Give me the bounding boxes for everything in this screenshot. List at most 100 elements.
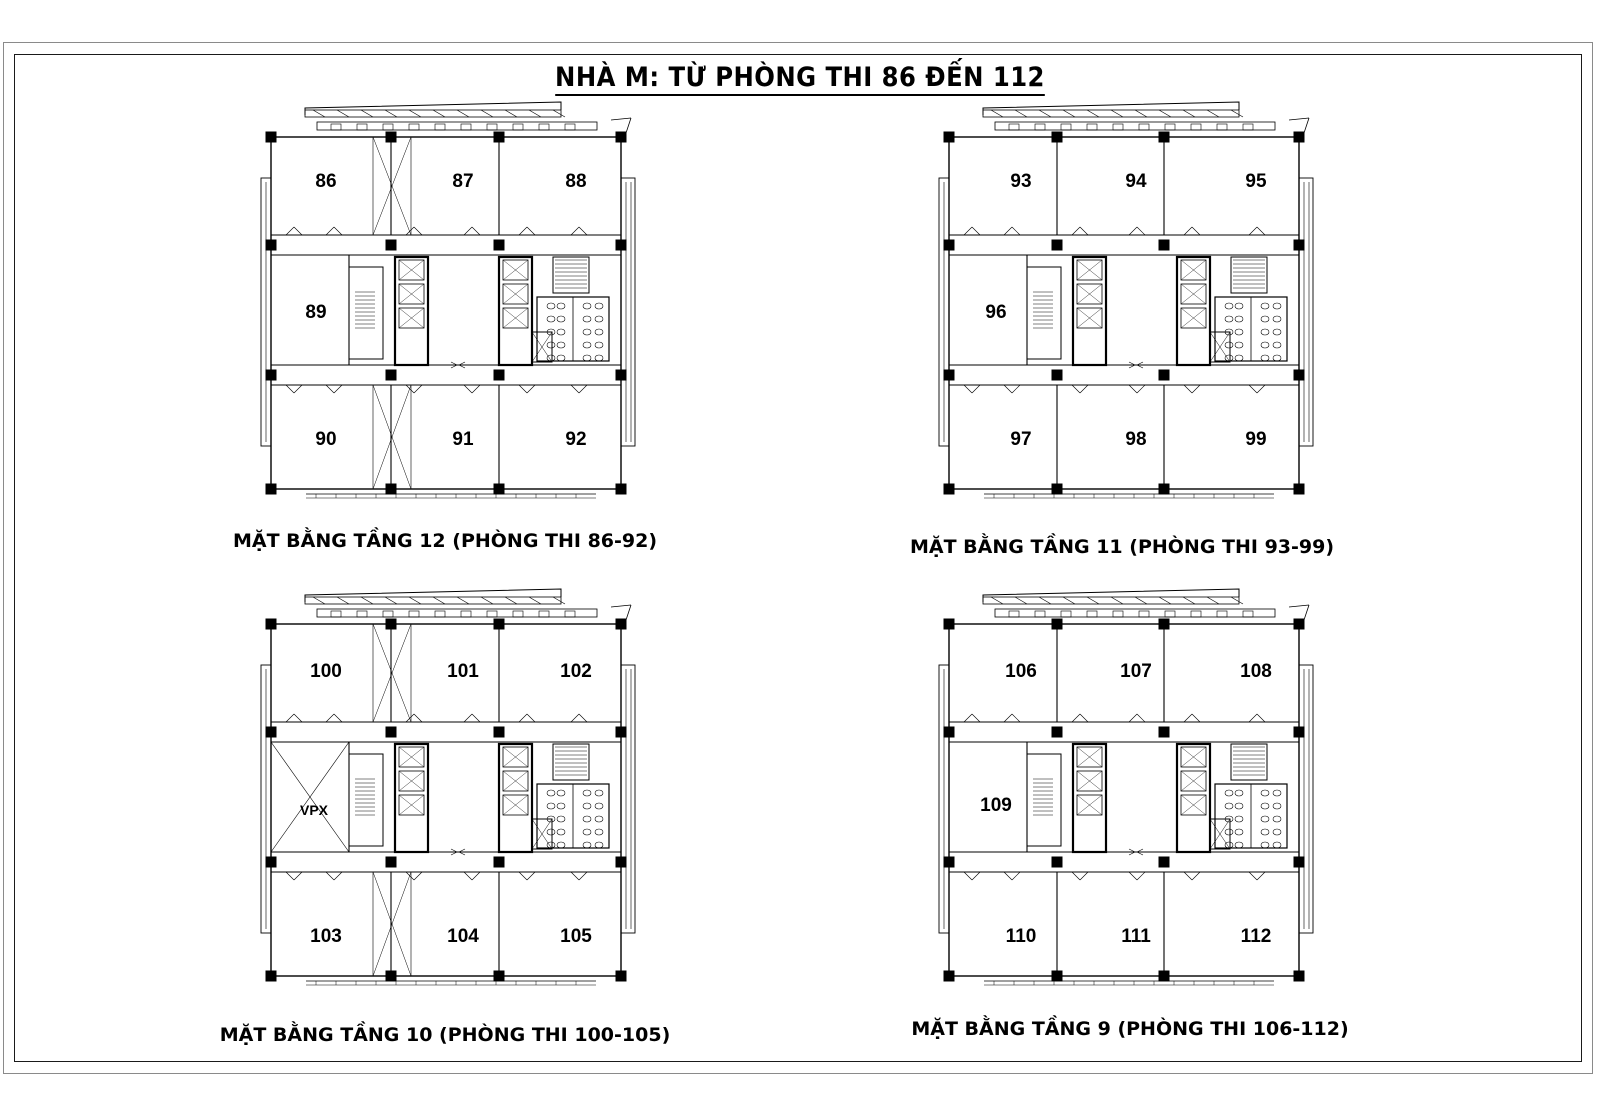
toilet-fixture <box>594 354 604 362</box>
canopy-brace <box>1086 596 1100 605</box>
door-swing <box>1003 871 1021 881</box>
structural-column <box>493 856 505 868</box>
structural-column <box>385 856 397 868</box>
elevator-cross <box>502 770 529 792</box>
toilet-fixture <box>582 302 592 310</box>
canopy-brace <box>456 109 470 118</box>
balcony-post <box>512 123 524 131</box>
balcony-post <box>1216 610 1228 618</box>
structural-column <box>1293 239 1305 251</box>
structural-column <box>1051 239 1063 251</box>
void-cross <box>372 384 412 490</box>
toilet-fixture <box>594 841 604 849</box>
toilet-fixture <box>546 328 556 336</box>
door-swing <box>405 713 423 723</box>
balcony-post <box>1034 610 1046 618</box>
stair-core <box>348 266 384 360</box>
structural-column <box>265 726 277 738</box>
structural-column <box>1158 618 1170 630</box>
toilet-fixture <box>1224 815 1234 823</box>
toilet-fixture <box>1260 828 1270 836</box>
structural-column <box>493 618 505 630</box>
structural-column <box>615 726 627 738</box>
room-label: 109 <box>980 795 1012 816</box>
canopy-brace <box>552 109 566 118</box>
structural-column <box>385 726 397 738</box>
balcony-post <box>1138 123 1150 131</box>
room-label: 108 <box>1240 661 1272 682</box>
door-swing <box>1248 384 1266 394</box>
canopy-brace <box>1158 596 1172 605</box>
east-facade-fin <box>1298 664 1314 934</box>
toilet-fixture <box>1234 302 1244 310</box>
toilet-fixture <box>556 828 566 836</box>
structural-column <box>1293 970 1305 982</box>
structural-column <box>1158 970 1170 982</box>
canopy-line <box>610 604 632 608</box>
floor-plan-11-caption: MẶT BẰNG TẦNG 11 (PHÒNG THI 93-99) <box>909 536 1335 558</box>
toilet-fixture <box>1260 802 1270 810</box>
elevator-car <box>1180 770 1207 792</box>
canopy-brace <box>1230 596 1244 605</box>
shaft <box>1209 818 1231 850</box>
structural-column <box>493 369 505 381</box>
elevator-cross <box>1076 770 1103 792</box>
structural-column <box>615 856 627 868</box>
structural-column <box>1158 483 1170 495</box>
void-cross <box>372 871 412 977</box>
door-swing <box>518 871 536 881</box>
toilet-fixture <box>1260 341 1270 349</box>
elevator-car <box>502 283 529 305</box>
balcony-post <box>330 123 342 131</box>
east-facade-fin <box>1298 177 1314 447</box>
room-label: 111 <box>1121 926 1151 947</box>
balcony-rail <box>994 608 1276 618</box>
door-swing <box>1248 713 1266 723</box>
toilet-fixture <box>1224 302 1234 310</box>
room-label: 94 <box>1125 171 1147 192</box>
toilet-fixture <box>1234 802 1244 810</box>
shaft <box>531 331 553 363</box>
toilet-fixture <box>582 328 592 336</box>
west-facade-fin <box>260 177 272 447</box>
canopy-line <box>304 588 562 602</box>
room-label: 93 <box>1010 171 1032 192</box>
canopy-brace <box>360 596 374 605</box>
structural-column <box>943 369 955 381</box>
toilet-fixture <box>1234 341 1244 349</box>
toilet-fixture <box>1260 302 1270 310</box>
elevator-cross <box>1076 746 1103 768</box>
structural-column <box>385 369 397 381</box>
canopy-brace <box>1206 596 1220 605</box>
canopy-line <box>610 117 632 121</box>
elevator-cross <box>1180 794 1207 816</box>
balcony-post <box>356 610 368 618</box>
toilet-fixture <box>582 354 592 362</box>
room-label: 96 <box>985 302 1007 323</box>
structural-column <box>493 483 505 495</box>
elevator-cross <box>1180 770 1207 792</box>
canopy-brace <box>1014 109 1028 118</box>
canopy-brace <box>1038 596 1052 605</box>
canopy-brace <box>408 596 422 605</box>
balcony-post <box>382 610 394 618</box>
balcony-post <box>1008 123 1020 131</box>
stair-core <box>1026 266 1062 360</box>
canopy-brace <box>456 596 470 605</box>
sheet-title-text: NHÀ M: TỪ PHÒNG THI 86 ĐẾN 112 <box>555 62 1045 96</box>
toilet-fixture <box>1272 341 1282 349</box>
canopy-line <box>304 101 562 115</box>
balcony-post <box>460 610 472 618</box>
elevator-cross <box>502 259 529 281</box>
door-swing <box>285 713 303 723</box>
balcony-post <box>486 123 498 131</box>
elevator-cross <box>1076 283 1103 305</box>
shaft <box>531 818 553 850</box>
structural-column <box>943 726 955 738</box>
balcony-post <box>1242 123 1254 131</box>
elevator-core <box>393 255 430 367</box>
canopy-brace <box>408 109 422 118</box>
toilet-fixture <box>1224 315 1234 323</box>
toilet-fixture <box>1260 315 1270 323</box>
canopy-brace <box>528 109 542 118</box>
